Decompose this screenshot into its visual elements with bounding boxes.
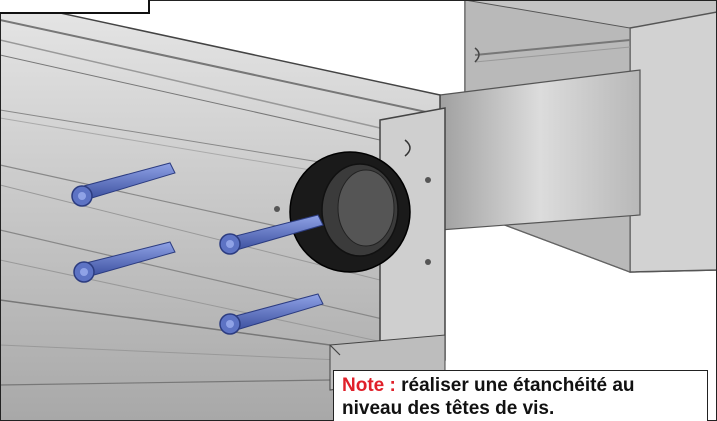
screw-icon — [73, 241, 176, 283]
main-beam — [0, 0, 446, 421]
note-label: Note : — [342, 375, 396, 396]
note-callout: Note : réaliser une étanchéité au niveau… — [333, 370, 708, 421]
screw-icon — [219, 214, 324, 255]
screw-icon — [219, 293, 324, 335]
profile-slot-icon — [474, 47, 480, 63]
label-frame — [0, 0, 150, 14]
screw-icon — [71, 162, 176, 207]
profile-slot-icon — [404, 139, 411, 157]
connecting-tube — [439, 69, 641, 231]
gasket-icon — [289, 151, 411, 273]
note-text: réaliser une étanchéité au niveau des tê… — [342, 375, 635, 419]
